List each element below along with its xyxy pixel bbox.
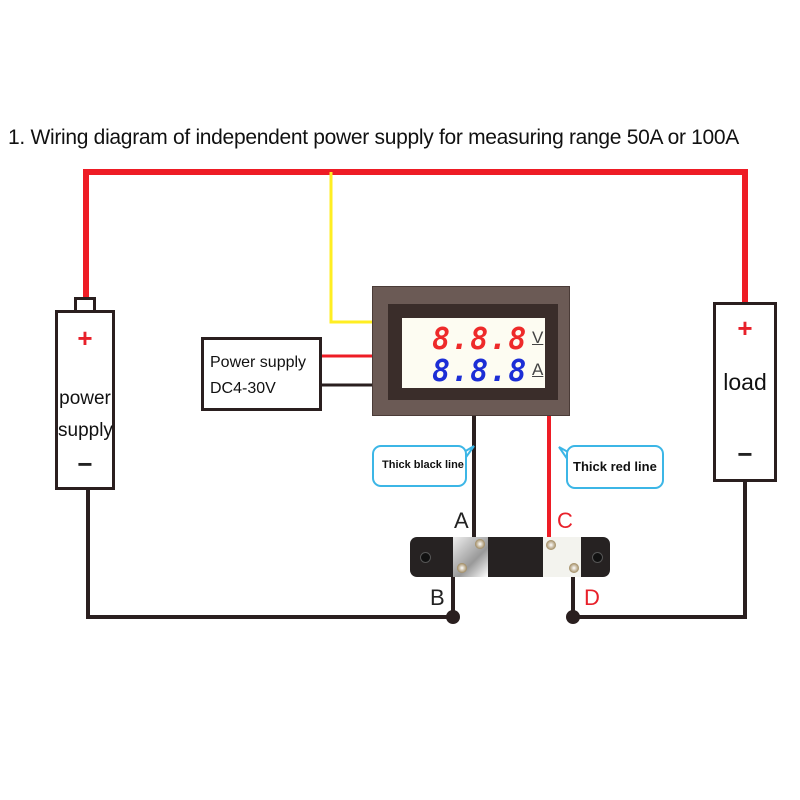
load-label: load: [723, 369, 767, 395]
aux-power-line1: Power supply: [210, 354, 307, 371]
load-minus-sign: −: [737, 439, 753, 469]
battery-plus-sign: +: [77, 323, 93, 353]
battery-terminal-cap: [74, 297, 96, 313]
callout-thick-red-line: Thick red line: [566, 445, 664, 489]
diagram-title: 1. Wiring diagram of independent power s…: [8, 126, 740, 149]
battery-label-line1: power: [59, 388, 111, 409]
current-unit: A: [532, 360, 544, 379]
positive-wire-top: [83, 169, 748, 303]
shunt-mount-hole-left: [420, 552, 431, 563]
voltage-display: 8.8.8: [432, 322, 528, 357]
power-supply-battery: + power supply −: [55, 310, 115, 490]
voltage-unit: V: [532, 328, 544, 347]
terminal-label-b: B: [430, 585, 445, 610]
screw-c: [546, 540, 556, 550]
current-shunt: [410, 537, 610, 577]
volt-amp-meter: 8.8.8 V 8.8.8 A: [372, 286, 570, 416]
meter-bezel: 8.8.8 V 8.8.8 A: [388, 304, 558, 400]
battery-label-line2: supply: [58, 420, 113, 441]
negative-wire-left: [86, 490, 455, 619]
junction-d: [566, 610, 580, 624]
battery-minus-sign: −: [77, 449, 93, 479]
aux-power-supply-box: Power supply DC4-30V: [201, 337, 322, 411]
shunt-mount-hole-right: [592, 552, 603, 563]
shunt-terminal-left: [453, 537, 488, 577]
aux-power-line2: DC4-30V: [210, 380, 276, 397]
signal-wire-yellow: [329, 172, 373, 324]
screw-a: [475, 539, 485, 549]
load-plus-sign: +: [737, 313, 753, 343]
battery-label: power supply: [58, 383, 113, 447]
terminal-label-c: C: [557, 508, 573, 533]
shunt-terminal-right: [543, 537, 581, 577]
screw-d: [569, 563, 579, 573]
terminal-label-a: A: [454, 508, 469, 533]
callout-thick-black-line: Thick black line: [372, 445, 467, 487]
negative-wire-right: [571, 482, 747, 619]
current-display: 8.8.8: [432, 354, 528, 389]
junction-b: [446, 610, 460, 624]
screw-b: [457, 563, 467, 573]
terminal-label-d: D: [584, 585, 600, 610]
load-box: + load −: [713, 302, 777, 482]
meter-screen: 8.8.8 V 8.8.8 A: [402, 318, 545, 389]
